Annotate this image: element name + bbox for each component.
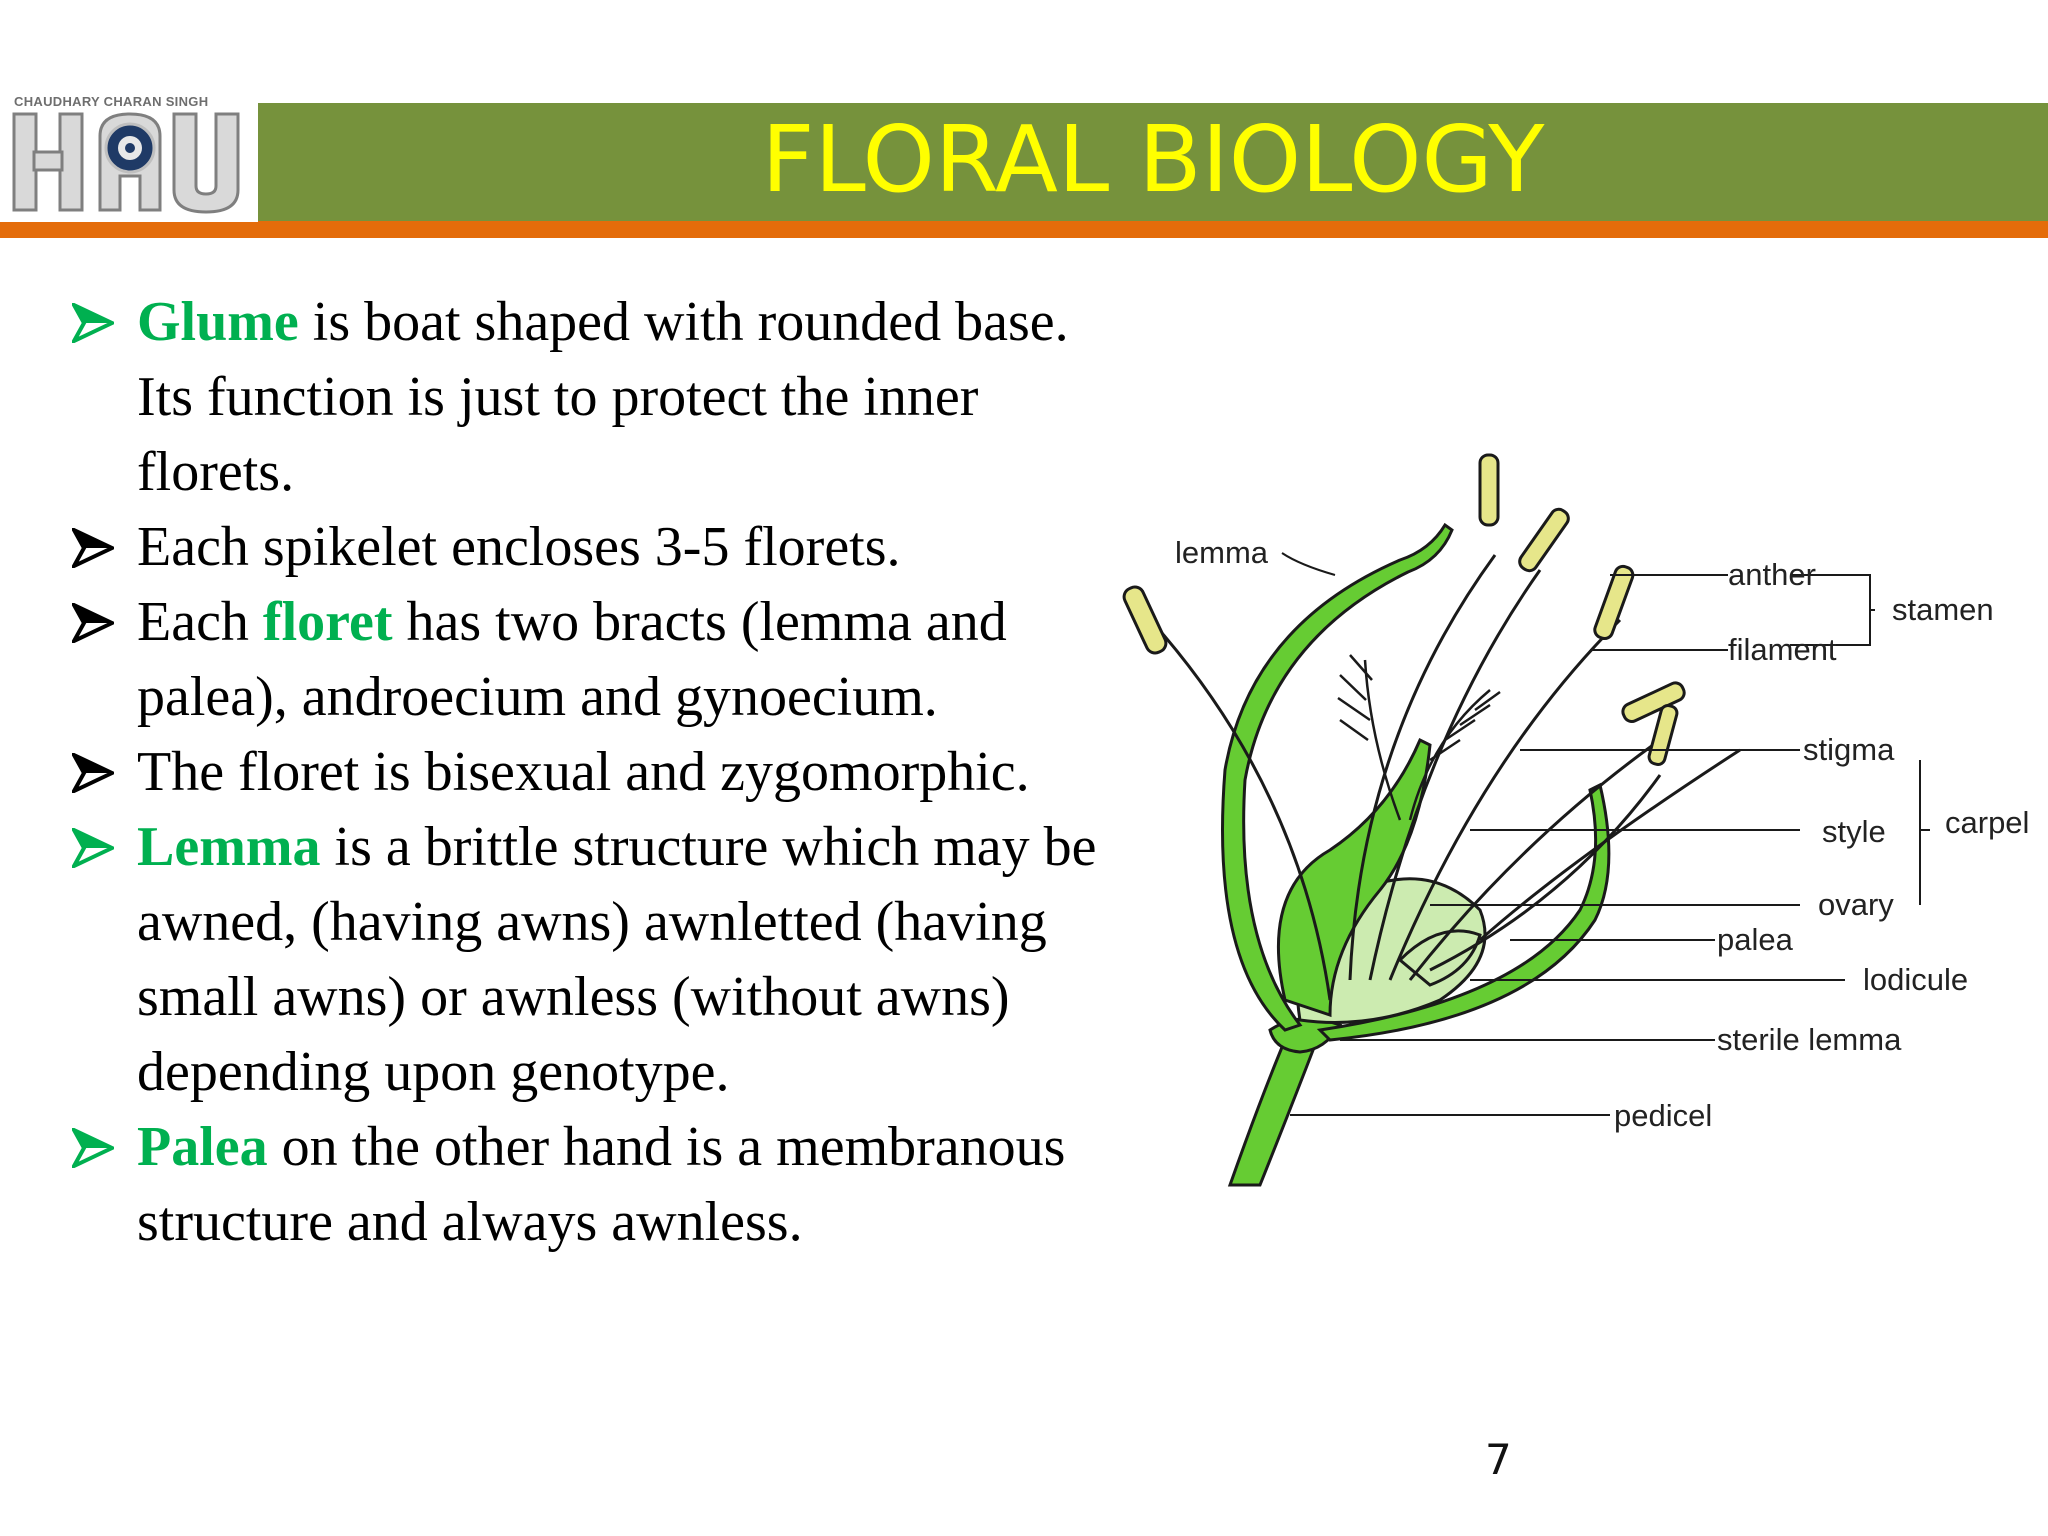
arrow-bullet-icon [72,510,137,568]
label-lodicule: lodicule [1863,962,1968,997]
bullet-palea: Palea on the other hand is a membranous … [72,1110,1132,1260]
bullet-text: has two bracts (lemma and palea), androe… [137,591,1007,728]
header-bar [0,103,2048,221]
keyword-palea: Palea [137,1116,268,1178]
arrow-bullet-icon [72,810,137,868]
label-anther: anther [1728,557,1816,592]
floret-diagram: lemma anther filament stamen stigma styl… [1100,440,2048,1200]
arrow-bullet-icon [72,285,137,343]
label-stigma: stigma [1803,732,1895,767]
bullet-bisexual: The floret is bisexual and zygomorphic. [72,735,1132,810]
arrow-bullet-icon [72,1110,137,1168]
bullet-floret: Each floret has two bracts (lemma and pa… [72,585,1132,735]
header-accent-line [0,221,2048,238]
arrow-bullet-icon [72,585,137,643]
page-number: 7 [1485,1435,1512,1484]
bullet-text: is boat shaped with rounded base. Its fu… [137,291,1069,503]
label-lemma: lemma [1175,535,1269,570]
keyword-floret: floret [262,591,393,653]
lemma-shape [1221,522,1454,1032]
bullet-text: on the other hand is a membranous struct… [137,1116,1066,1253]
bullet-lemma: Lemma is a brittle structure which may b… [72,810,1132,1110]
label-pedicel: pedicel [1614,1098,1712,1133]
label-palea: palea [1717,922,1794,957]
logo-emblem [8,106,248,223]
label-stamen: stamen [1892,592,1994,627]
pedicel-shape [1227,1038,1318,1187]
bullet-text-prefix: Each [137,591,263,653]
keyword-glume: Glume [137,291,299,353]
slide-title: FLORAL BIOLOGY [761,106,1545,213]
arrow-bullet-icon [72,735,137,793]
label-sterile-lemma: sterile lemma [1717,1022,1902,1057]
bullet-glume: Glume is boat shaped with rounded base. … [72,285,1132,510]
logo-caption: CHAUDHARY CHARAN SINGH [14,94,209,109]
bullet-text: is a brittle structure which may be awne… [137,816,1097,1103]
label-style: style [1822,814,1886,849]
bullet-spikelet: Each spikelet encloses 3-5 florets. [72,510,1132,585]
bullet-list: Glume is boat shaped with rounded base. … [72,285,1132,1260]
label-carpel: carpel [1945,805,2029,840]
bullet-text: The floret is bisexual and zygomorphic. [137,741,1030,803]
keyword-lemma: Lemma [137,816,321,878]
bullet-text: Each spikelet encloses 3-5 florets. [137,516,901,578]
label-filament: filament [1728,632,1837,667]
label-ovary: ovary [1818,887,1894,922]
